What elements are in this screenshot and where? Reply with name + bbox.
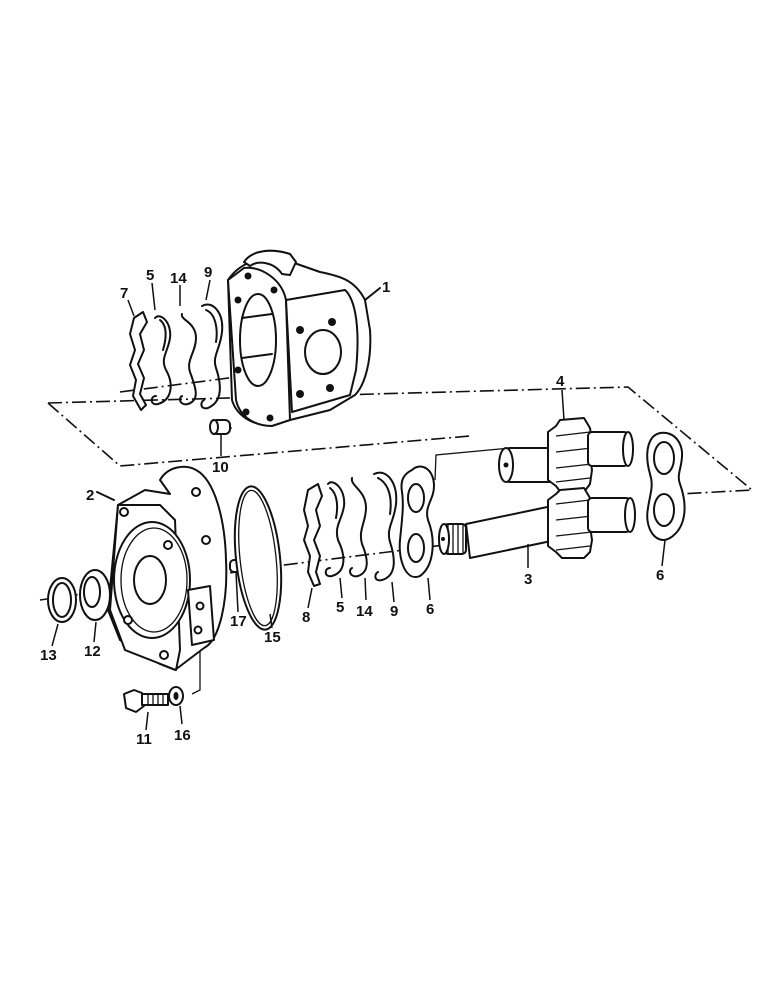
callout-9-upper: 9 — [204, 264, 212, 281]
part-6-bearing-plate-rear[interactable] — [646, 431, 686, 541]
part-9-seal-ring-lower[interactable] — [373, 471, 398, 582]
callout-17: 17 — [230, 613, 247, 630]
callout-1: 1 — [382, 279, 390, 296]
part-10-dowel-pin[interactable] — [209, 419, 231, 435]
part-1-pump-body[interactable] — [227, 249, 381, 427]
callout-8: 8 — [302, 609, 310, 626]
callout-11: 11 — [136, 731, 152, 748]
callout-6-front: 6 — [426, 601, 434, 618]
part-15-o-ring[interactable] — [229, 484, 288, 632]
callout-7: 7 — [120, 285, 128, 302]
callout-16: 16 — [174, 727, 191, 744]
callout-14-lower: 14 — [356, 603, 373, 620]
callout-3: 3 — [524, 571, 532, 588]
part-12-shaft-seal[interactable] — [79, 569, 111, 621]
callout-5-upper: 5 — [146, 267, 154, 284]
part-2-mounting-flange[interactable] — [96, 465, 228, 671]
callout-labels: 1 2 3 4 5 5 6 6 7 8 9 9 10 11 12 13 14 1… — [40, 264, 664, 748]
part-14-gasket-upper[interactable] — [179, 313, 197, 406]
callout-14-upper: 14 — [170, 270, 187, 287]
part-5-seal-lower[interactable] — [324, 481, 346, 578]
callout-15: 15 — [264, 629, 281, 646]
part-13-retaining-ring[interactable] — [47, 577, 77, 623]
leader-lines — [51, 279, 666, 731]
part-7-backup-plate[interactable] — [129, 311, 148, 411]
callout-12: 12 — [84, 643, 101, 660]
callout-13: 13 — [40, 647, 57, 664]
callout-4: 4 — [556, 373, 565, 390]
callout-9-lower: 9 — [390, 603, 398, 620]
callout-6-rear: 6 — [656, 567, 664, 584]
part-3-drive-gear-shaft[interactable] — [438, 487, 636, 559]
part-9-seal-ring-upper[interactable] — [200, 303, 224, 410]
callout-5-lower: 5 — [336, 599, 344, 616]
part-8-backup-plate[interactable] — [303, 483, 323, 587]
part-14-gasket-lower[interactable] — [349, 477, 368, 578]
callout-10: 10 — [212, 459, 229, 476]
part-16-washer[interactable] — [168, 686, 184, 706]
part-11-bolt[interactable] — [123, 689, 169, 713]
callout-2: 2 — [86, 487, 94, 504]
part-6-bearing-plate-front[interactable] — [398, 465, 435, 578]
part-5-seal-upper[interactable] — [150, 315, 172, 406]
part-4-driven-gear[interactable] — [498, 417, 634, 495]
